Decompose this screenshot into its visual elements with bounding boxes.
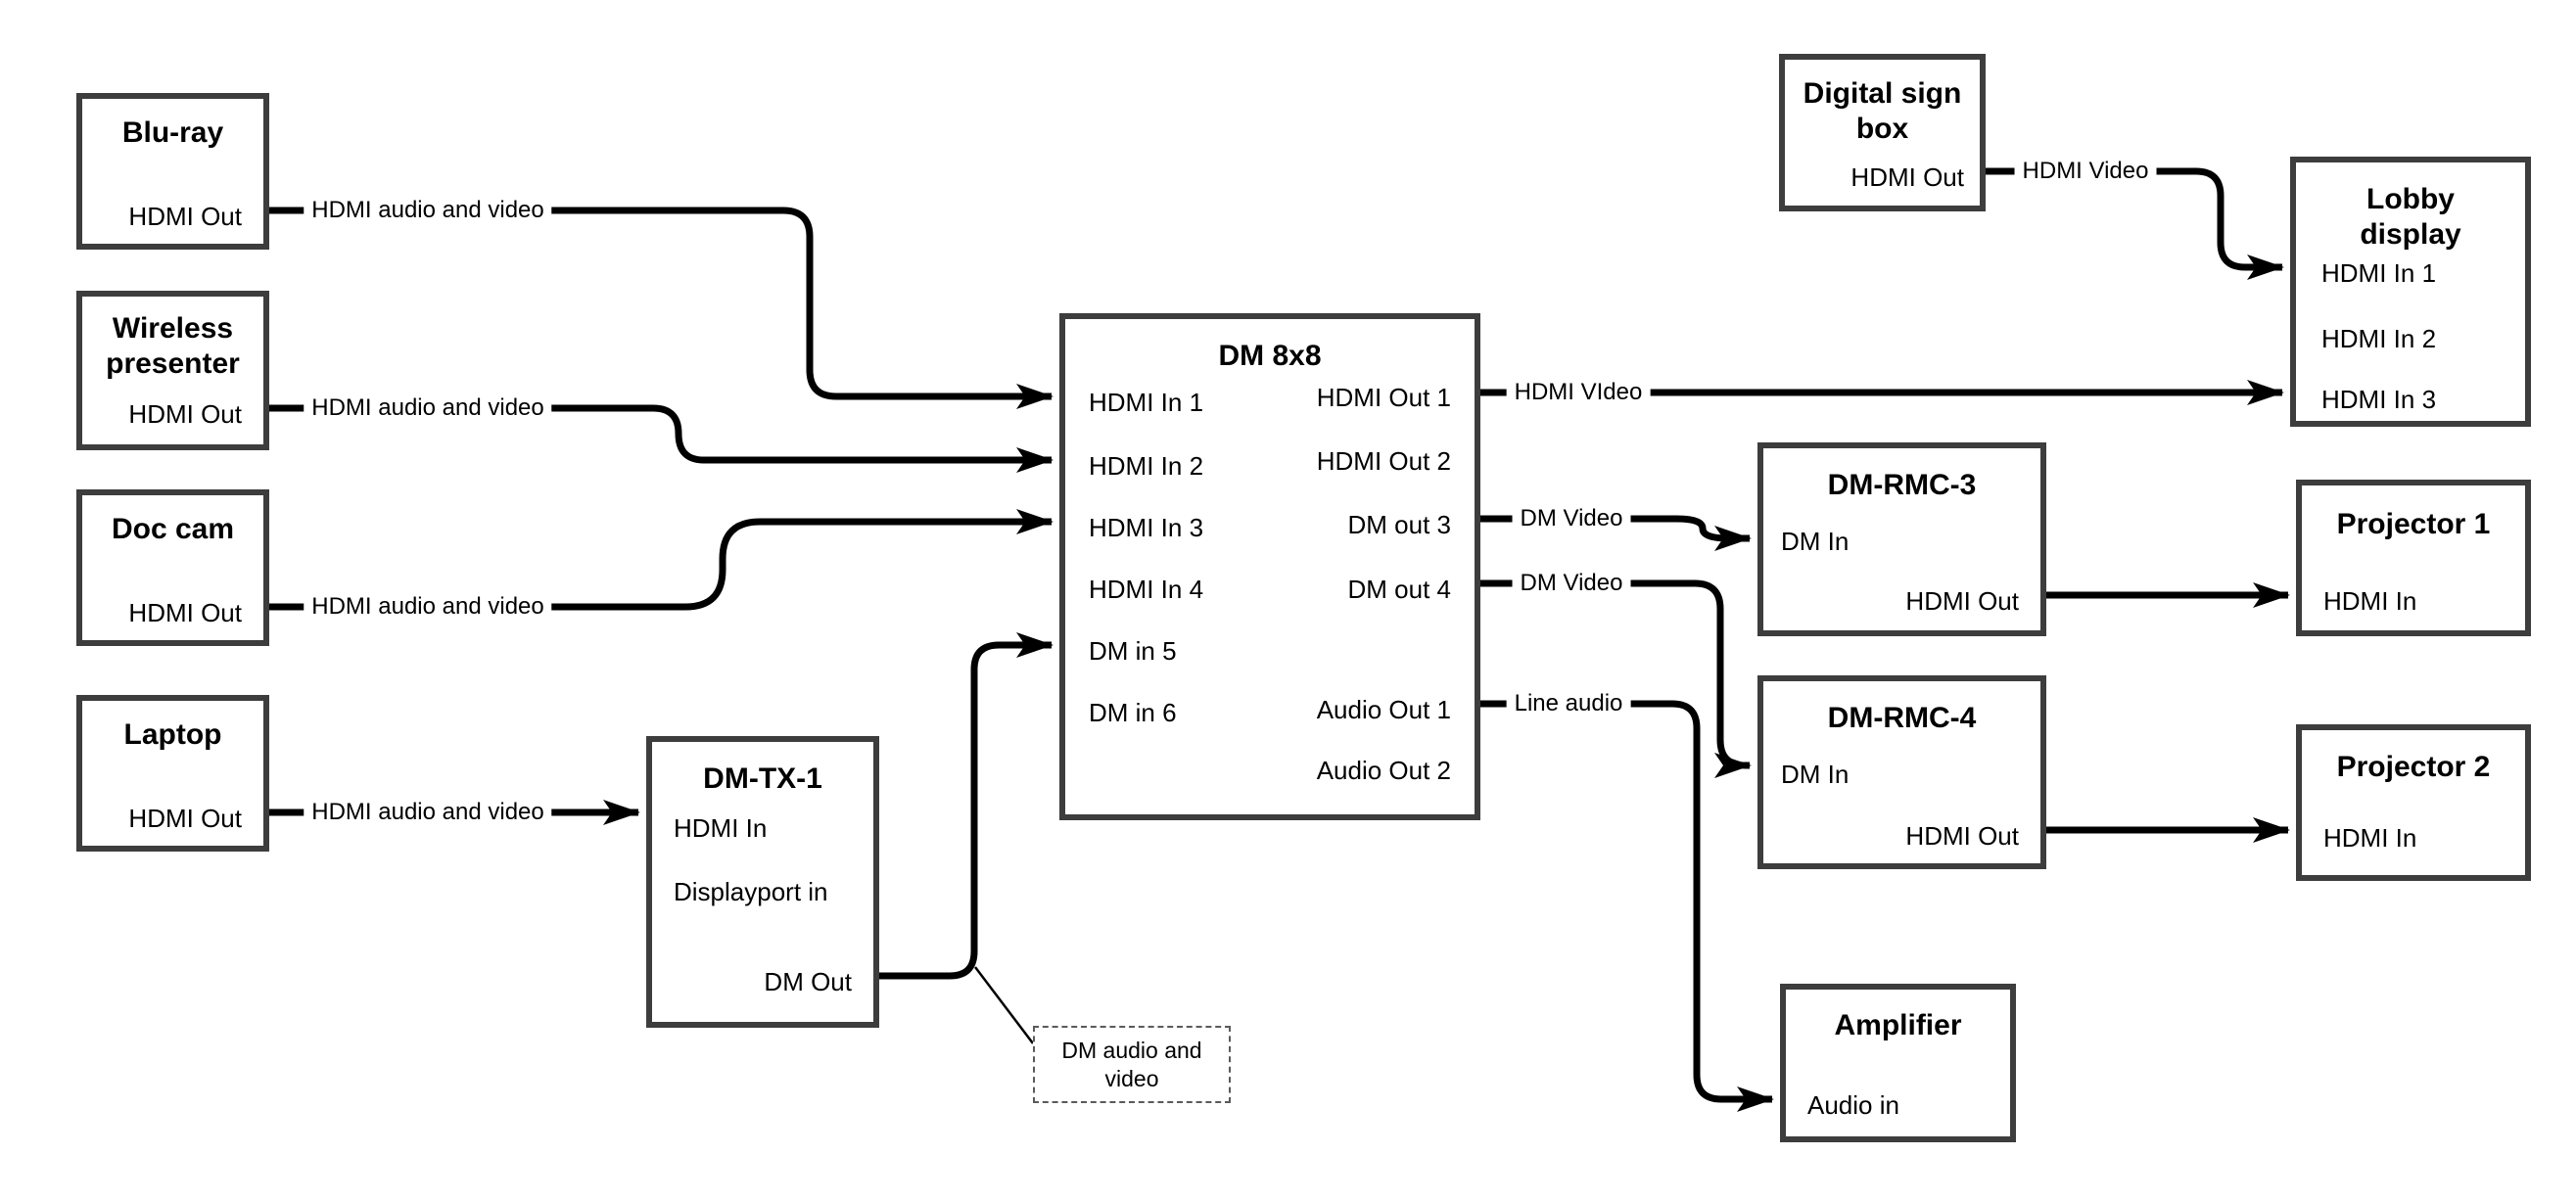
port-audio-out-2: Audio Out 2 xyxy=(1316,756,1451,785)
port-hdmi-in: HDMI In xyxy=(2323,586,2417,616)
callout-text: DM audio and video xyxy=(1061,1037,1202,1091)
callout-dm-audio-and-video: DM audio and video xyxy=(1033,1026,1231,1103)
node-laptop: Laptop HDMI Out xyxy=(76,695,269,852)
port-hdmi-out: HDMI Out xyxy=(128,399,242,429)
port-hdmi-in-3: HDMI In 3 xyxy=(1089,513,1204,542)
port-hdmi-in-1: HDMI In 1 xyxy=(2321,258,2437,288)
port-hdmi-in: HDMI In xyxy=(2323,823,2417,853)
port-hdmi-out: HDMI Out xyxy=(1905,586,2019,616)
wire-label-dm-video-out3: DM Video xyxy=(1512,504,1631,533)
node-title: Blu-ray xyxy=(121,116,224,149)
node-title: DM-RMC-3 xyxy=(1827,469,1977,501)
port-hdmi-out-1: HDMI Out 1 xyxy=(1316,383,1451,412)
wire-wireless-to-dm8x8-in2 xyxy=(269,404,1054,473)
wire-dm8x8-audio1-to-amplifier xyxy=(1480,700,1774,1112)
port-hdmi-out: HDMI Out xyxy=(1905,821,2019,851)
node-title: Laptop xyxy=(123,718,222,751)
node-amplifier: Amplifier Audio in xyxy=(1780,984,2016,1142)
callout-leader-line xyxy=(974,966,1034,1044)
port-dm-out: DM Out xyxy=(764,967,852,996)
port-hdmi-out: HDMI Out xyxy=(128,598,242,627)
wire-label-hdmi-video-sign: HDMI Video xyxy=(2014,157,2157,186)
wire-dm8x8-out4-to-rmc4 xyxy=(1480,579,1752,778)
wire-label-hdmi-av-doccam: HDMI audio and video xyxy=(304,592,552,622)
port-audio-out-1: Audio Out 1 xyxy=(1316,695,1451,724)
wire-label-hdmi-av-laptop: HDMI audio and video xyxy=(304,798,552,827)
wire-label-hdmi-av-wireless: HDMI audio and video xyxy=(304,393,552,423)
wire-bluray-to-dm8x8-in1 xyxy=(269,207,1054,409)
port-hdmi-out: HDMI Out xyxy=(128,202,242,231)
port-hdmi-in-2: HDMI In 2 xyxy=(2321,324,2437,353)
port-hdmi-in-2: HDMI In 2 xyxy=(1089,451,1204,481)
port-dm-out-4: DM out 4 xyxy=(1347,575,1452,604)
node-title: Projector 2 xyxy=(2336,751,2491,783)
port-audio-in: Audio in xyxy=(1807,1090,1899,1120)
node-doc-cam: Doc cam HDMI Out xyxy=(76,489,269,646)
port-hdmi-out-2: HDMI Out 2 xyxy=(1316,446,1451,476)
node-title: Digital sign box xyxy=(1803,77,1962,145)
node-dm-tx-1: DM-TX-1 HDMI In Displayport in DM Out xyxy=(646,736,879,1028)
node-title: Projector 1 xyxy=(2336,508,2491,540)
node-dm-rmc-3: DM-RMC-3 DM In HDMI Out xyxy=(1757,442,2046,636)
node-dm-rmc-4: DM-RMC-4 DM In HDMI Out xyxy=(1757,675,2046,869)
port-hdmi-out: HDMI Out xyxy=(128,804,242,833)
node-dm-8x8: DM 8x8 HDMI In 1 HDMI In 2 HDMI In 3 HDM… xyxy=(1059,313,1480,820)
node-title: Amplifier xyxy=(1834,1009,1962,1041)
node-digital-sign-box: Digital sign box HDMI Out xyxy=(1779,54,1986,211)
wire-digitalsign-to-lobby-in1 xyxy=(1986,167,2284,280)
port-hdmi-in-3: HDMI In 3 xyxy=(2321,385,2437,414)
port-displayport-in: Displayport in xyxy=(674,877,828,906)
node-title: DM 8x8 xyxy=(1218,340,1322,372)
node-projector-1: Projector 1 HDMI In xyxy=(2296,480,2531,636)
node-title: Lobby display xyxy=(2360,183,2461,251)
wire-label-hdmi-av-bluray: HDMI audio and video xyxy=(304,196,552,225)
node-projector-2: Projector 2 HDMI In xyxy=(2296,724,2531,881)
node-bluray: Blu-ray HDMI Out xyxy=(76,93,269,250)
node-title: DM-RMC-4 xyxy=(1827,702,1977,734)
wire-dm8x8-out3-to-rmc3 xyxy=(1480,515,1752,551)
node-wireless-presenter: Wireless presenter HDMI Out xyxy=(76,291,269,450)
node-title: Wireless presenter xyxy=(106,312,240,380)
port-hdmi-in-1: HDMI In 1 xyxy=(1089,388,1204,417)
port-dm-out-3: DM out 3 xyxy=(1347,510,1452,539)
port-hdmi-in: HDMI In xyxy=(674,813,768,843)
node-lobby-display: Lobby display HDMI In 1 HDMI In 2 HDMI I… xyxy=(2290,157,2531,427)
wire-label-dm-video-out4: DM Video xyxy=(1512,569,1631,598)
port-dm-in-5: DM in 5 xyxy=(1089,636,1177,666)
port-hdmi-out: HDMI Out xyxy=(1850,162,1964,192)
wire-doccam-to-dm8x8-in3 xyxy=(269,509,1054,611)
node-title: DM-TX-1 xyxy=(703,762,822,795)
port-dm-in-6: DM in 6 xyxy=(1089,698,1177,727)
port-dm-in: DM In xyxy=(1781,527,1850,556)
port-hdmi-in-4: HDMI In 4 xyxy=(1089,575,1204,604)
node-title: Doc cam xyxy=(111,513,235,545)
wire-label-hdmi-video-out1: HDMI VIdeo xyxy=(1506,378,1651,407)
wire-dmtx1-to-dm8x8-dmin5 xyxy=(879,632,1054,980)
port-dm-in: DM In xyxy=(1781,760,1850,789)
wire-label-line-audio: Line audio xyxy=(1506,689,1631,718)
